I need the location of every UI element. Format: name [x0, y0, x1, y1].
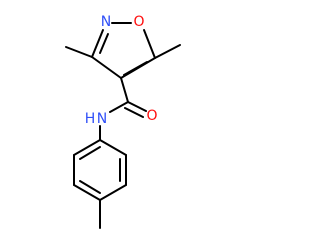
atom-label-ring-nitrogen: N — [101, 14, 111, 30]
bond-c5-c4-inner — [123, 61, 148, 76]
bond-ar-1-2 — [99, 139, 127, 156]
bond-ar-6-1-inner — [79, 146, 101, 160]
bond-carbonyl-c-n — [109, 101, 129, 113]
bond-ar-4-5-inner — [79, 180, 101, 194]
bond-ar-4-5 — [73, 184, 101, 201]
bond-c4-carbonyl-c — [120, 77, 129, 103]
atom-label-ring-oxygen: O — [133, 14, 144, 30]
atom-label-amide-h: H — [85, 111, 96, 127]
bond-ar-3-4 — [99, 184, 127, 201]
atom-label-amide-nitrogen: N — [97, 111, 107, 127]
bond-ar-6-1 — [73, 139, 101, 156]
bond-o-c5 — [143, 29, 156, 59]
atom-label-carbonyl-oxygen: O — [146, 108, 157, 124]
bond-c3-n — [91, 29, 104, 58]
bond-c4-c3 — [91, 56, 122, 79]
bond-carbonyl-co-double — [124, 107, 144, 118]
bond-c3-methyl — [65, 46, 93, 58]
bond-c3-n-inner — [99, 33, 109, 54]
bond-carbonyl-co — [127, 101, 147, 112]
molecule-structure-diagram: N O O H N — [65, 14, 181, 229]
bond-c5-methyl — [154, 44, 181, 59]
